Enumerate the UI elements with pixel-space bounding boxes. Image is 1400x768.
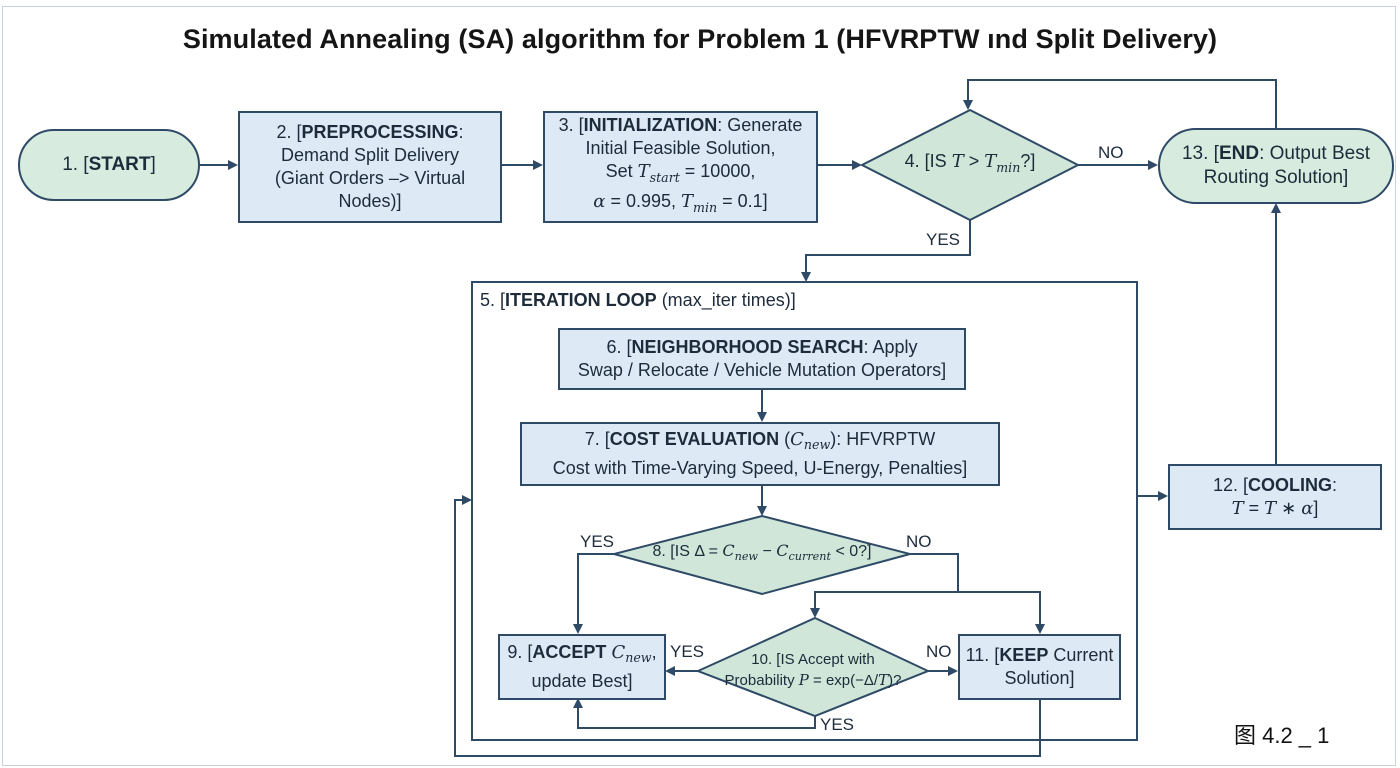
label-no-8: NO	[906, 532, 932, 551]
cooling-node: 12. [COOLING: T = T ∗ α]	[1168, 464, 1382, 530]
edge-10-9-bottom-yes	[573, 698, 816, 729]
label-yes-10-bottom: YES	[820, 715, 855, 734]
decision-10-text: 10. [IS Accept with Probability P = exp(…	[724, 650, 902, 689]
edge-8-9-yes	[573, 553, 614, 634]
decision-4-shape	[859, 108, 1081, 222]
edge-4-loop-yes	[801, 218, 971, 282]
preprocessing-node: 2. [PREPROCESSING: Demand Split Delivery…	[238, 111, 502, 223]
iteration-loop-title: 5. [ITERATION LOOP (max_iter times)]	[480, 290, 796, 310]
neighborhood-search-node: 6. [NEIGHBORHOOD SEARCH: Apply Swap / Re…	[558, 328, 966, 390]
edge-11-return	[454, 495, 1041, 757]
figure-frame	[2, 6, 1396, 766]
figure-caption: 图 4.2 _ 1	[1234, 723, 1330, 748]
diagram-title: Simulated Annealing (SA) algorithm for P…	[182, 24, 1218, 54]
label-yes-8: YES	[580, 532, 615, 551]
edge-split-11	[958, 591, 1045, 634]
label-no-4: NO	[1098, 143, 1124, 162]
label-no-10: NO	[926, 642, 952, 661]
keep-current-node: 11. [KEEP Current Solution]	[958, 634, 1121, 700]
start-node: 1. [START]	[18, 129, 200, 201]
label-yes-4: YES	[926, 230, 961, 249]
decision-8-shape	[610, 514, 914, 596]
edge-12-top-back	[963, 79, 1277, 128]
label-yes-10-left: YES	[670, 642, 705, 661]
cost-evaluation-node: 7. [COST EVALUATION (Cnew): HFVRPTW Cost…	[520, 422, 1000, 486]
decision-4-text: 4. [IS T > Tmin?]	[904, 151, 1036, 175]
decision-8-text: 8. [IS Δ = Cnew − Ccurrent < 0?]	[652, 540, 872, 564]
accept-node: 9. [ACCEPT Cnew, update Best]	[498, 634, 666, 700]
iteration-loop-container	[471, 281, 1138, 741]
end-node: 13. [END: Output Best Routing Solution]	[1158, 128, 1394, 204]
initialization-node: 3. [INITIALIZATION: Generate Initial Fea…	[543, 111, 818, 223]
decision-10-shape	[695, 616, 931, 718]
